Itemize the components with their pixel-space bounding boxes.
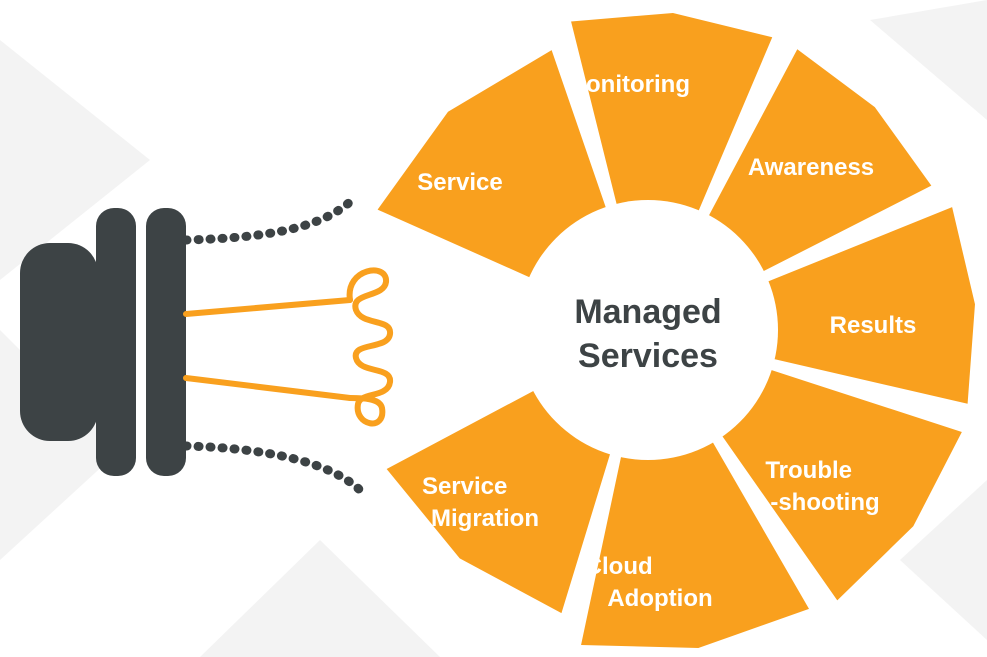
segments-ring	[377, 12, 975, 649]
segment-results	[766, 207, 975, 404]
bulb-outline-top	[181, 195, 357, 245]
segment-label-results: Results	[830, 312, 917, 339]
filament-wire-top	[183, 297, 353, 317]
segment-troubleshooting	[721, 369, 962, 601]
center-title-line-1: Managed	[574, 293, 721, 331]
segment-service	[377, 50, 607, 278]
segment-label-service-migration: Service Migration	[422, 473, 539, 532]
segment-label-cloud-adoption: Cloud Adoption	[585, 553, 713, 612]
segment-label-monitoring: Monitoring	[566, 71, 690, 98]
bulb-ring-1	[96, 208, 136, 476]
segment-label-service: Service	[417, 169, 502, 196]
segment-awareness	[708, 49, 932, 272]
center-circle	[518, 200, 778, 460]
filament-coil	[346, 267, 393, 427]
bulb-cap	[20, 243, 98, 441]
segment-service-migration	[386, 390, 611, 614]
segment-label-troubleshooting: Trouble -shooting	[765, 457, 879, 516]
bulb-outline-bottom	[181, 441, 367, 497]
filament-icon	[183, 267, 393, 427]
filament-wire-bottom	[183, 375, 353, 401]
center-title-line-2: Services	[578, 337, 718, 375]
segment-cloud-adoption	[581, 440, 809, 649]
segment-labels: Service Monitoring Awareness Results Tro…	[417, 71, 916, 612]
segment-monitoring	[571, 12, 773, 213]
bulb-ring-2	[146, 208, 186, 476]
light-bulb-base-icon	[20, 195, 367, 497]
segment-label-awareness: Awareness	[748, 154, 874, 181]
